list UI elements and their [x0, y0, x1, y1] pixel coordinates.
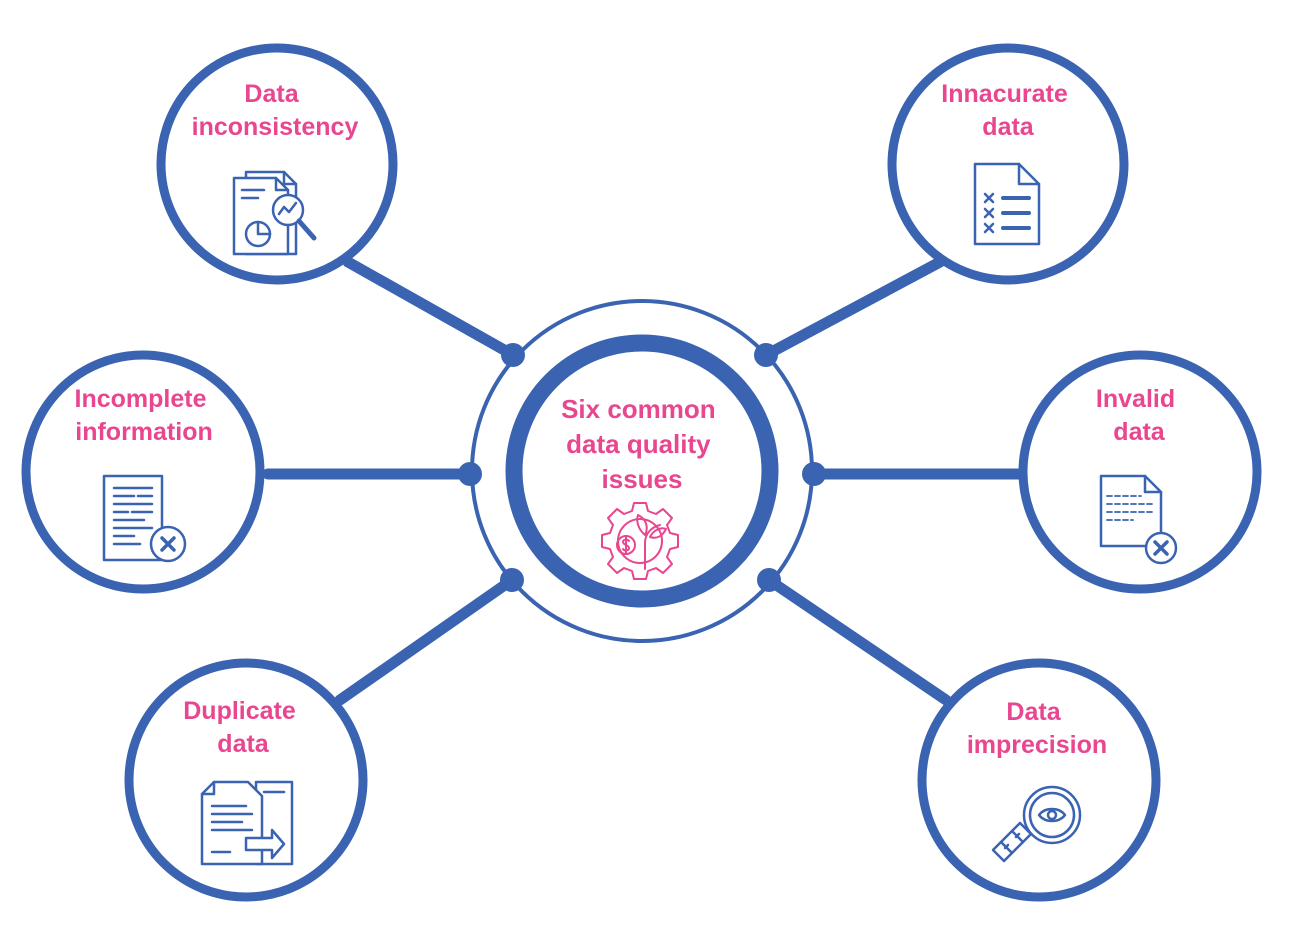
node-label: Data imprecision: [967, 698, 1107, 759]
node-ring: [21, 350, 265, 594]
node-ring: [124, 658, 368, 902]
node-label-line-1: Invalid: [1096, 385, 1175, 413]
node-data-imprecision: Data imprecision: [917, 658, 1161, 902]
connectors: [262, 256, 1026, 706]
node-ring: [1018, 350, 1262, 594]
dot-invalid-data: [802, 462, 826, 486]
node-label-line-2: information: [75, 418, 213, 446]
node-label: Duplicate data: [183, 697, 302, 758]
dot-data-inconsistency: [501, 343, 525, 367]
node-label-line-1: Duplicate: [183, 697, 296, 725]
node-label-line-2: data: [1113, 418, 1166, 446]
center-title-line-2: data quality: [566, 429, 711, 459]
node-label-line-2: inconsistency: [192, 113, 359, 141]
center-inner-ring: [505, 334, 779, 608]
document-invalid-icon: [1099, 474, 1178, 565]
checklist-x-icon: [973, 162, 1041, 246]
dot-incomplete-information: [458, 462, 482, 486]
dot-innacurate-data: [754, 343, 778, 367]
node-label: Innacurate data: [941, 80, 1074, 141]
node-invalid-data: Invalid data: [1018, 350, 1262, 594]
report-magnifier-icon: [232, 170, 317, 256]
node-label-line-1: Data: [244, 80, 299, 108]
document-error-icon: [102, 474, 187, 563]
gear-dollar-plant-icon: [601, 502, 679, 580]
center-title-line-3: issues: [602, 464, 683, 494]
node-label: Invalid data: [1096, 385, 1182, 446]
node-label: Data inconsistency: [192, 80, 359, 141]
connector-data-imprecision: [763, 574, 952, 706]
dot-duplicate-data: [500, 568, 524, 592]
node-label-line-1: Data: [1006, 698, 1061, 726]
node-label-line-2: imprecision: [967, 731, 1107, 759]
dot-data-imprecision: [757, 568, 781, 592]
center-hub: Six common data quality issues: [470, 299, 814, 643]
magnifier-eye-icon: [991, 785, 1082, 863]
connector-duplicate-data: [334, 574, 518, 706]
node-data-inconsistency: Data inconsistency: [156, 43, 398, 285]
connector-data-inconsistency: [342, 256, 519, 361]
node-innacurate-data: Innacurate data: [887, 43, 1129, 285]
node-label-line-2: data: [217, 730, 270, 758]
node-incomplete-information: Incomplete information: [21, 350, 265, 594]
center-title: Six common data quality issues: [561, 394, 723, 494]
node-label-line-2: data: [982, 113, 1035, 141]
node-ring: [917, 658, 1161, 902]
connector-dots: [458, 343, 826, 592]
document-duplicate-icon: [200, 780, 294, 866]
connector-innacurate-data: [760, 256, 946, 361]
node-label-line-1: Innacurate: [941, 80, 1068, 108]
node-ring: [156, 43, 398, 285]
center-title-line-1: Six common: [561, 394, 716, 424]
node-duplicate-data: Duplicate data: [124, 658, 368, 902]
node-label-line-1: Incomplete: [75, 385, 207, 413]
node-label: Incomplete information: [75, 385, 214, 446]
